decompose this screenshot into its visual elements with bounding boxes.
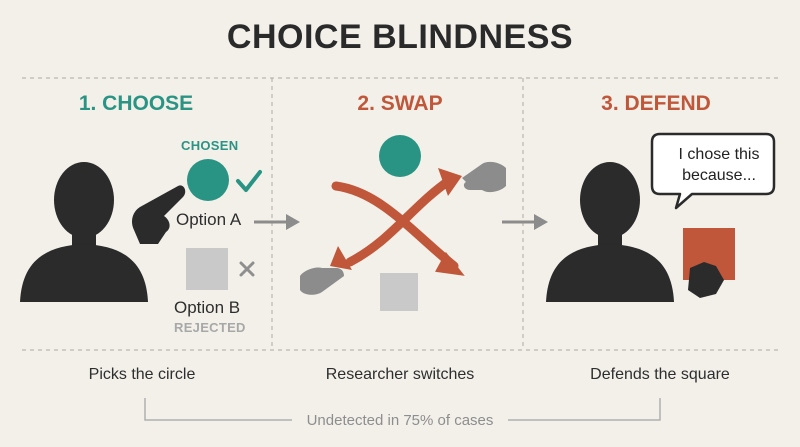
speech-line-2: because...	[682, 167, 756, 184]
step-defend-heading: 3. DEFEND	[601, 92, 711, 115]
footer-bracket-right	[508, 398, 661, 421]
option-a-label: Option A	[176, 210, 242, 229]
speech-bubble-icon	[650, 132, 776, 210]
chosen-circle	[187, 159, 229, 201]
step-choose-heading: 1. CHOOSE	[78, 92, 194, 115]
rejected-square	[186, 248, 228, 290]
holding-hand-icon	[688, 262, 724, 298]
footer-note: Undetected in 75% of cases	[306, 412, 494, 429]
speech-line-1: I chose this	[678, 146, 760, 163]
caption-choose: Picks the circle	[88, 366, 196, 383]
right-arrow-icon	[254, 214, 300, 230]
checkmark-icon	[236, 170, 262, 192]
speech-bubble-text: I chose this because...	[665, 144, 773, 186]
caption-swap: Researcher switches	[325, 366, 475, 383]
person-silhouette-right	[546, 162, 674, 302]
right-arrow-icon-2	[502, 214, 548, 230]
option-b-label: Option B	[174, 298, 241, 317]
person-silhouette-left	[20, 162, 148, 302]
rejected-label: REJECTED	[174, 320, 246, 335]
swap-arrows-icon	[330, 168, 465, 276]
swap-circle	[379, 135, 421, 177]
swap-square	[380, 273, 418, 311]
footer-bracket-left	[144, 398, 292, 421]
caption-defend: Defends the square	[590, 366, 730, 383]
cross-icon	[239, 261, 255, 277]
step-swap-heading: 2. SWAP	[357, 92, 443, 115]
page-title: CHOICE BLINDNESS	[226, 18, 574, 56]
chosen-label: CHOSEN	[181, 138, 239, 153]
researcher-hand-bottom-icon	[300, 267, 344, 295]
researcher-hand-top-icon	[462, 161, 506, 193]
pointing-hand-icon	[132, 185, 186, 244]
